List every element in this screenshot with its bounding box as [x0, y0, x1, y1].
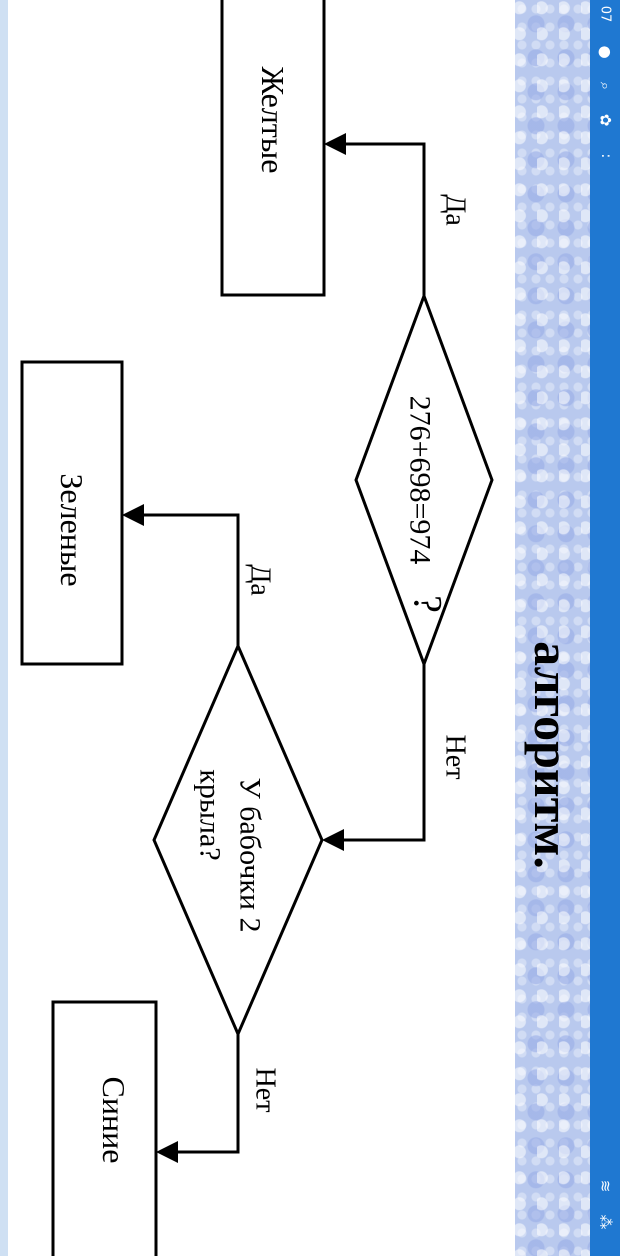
edge-d1-no	[340, 664, 426, 842]
arrowhead-blue	[156, 1141, 178, 1163]
edge-label-d1-no: Нет	[440, 735, 471, 780]
output-blue-box	[51, 1000, 158, 1256]
arrowhead-green	[122, 504, 144, 526]
decision-2-line-1: У бабочки 2	[234, 777, 267, 932]
decision-1-question-mark: ?	[406, 595, 451, 613]
edge-d2-no	[174, 1034, 240, 1154]
output-blue-label: Синие	[96, 1077, 132, 1164]
decision-2-line-2: крыла?	[194, 769, 227, 860]
edge-label-d1-yes: Да	[440, 194, 471, 226]
decision-1-text: 276+698=974	[404, 396, 437, 565]
status-bar	[590, 0, 620, 1256]
edge-d2-yes	[140, 513, 240, 646]
output-yellow-box	[220, 0, 326, 297]
output-green-box	[20, 360, 124, 666]
arrowhead-yellow	[324, 133, 346, 155]
arrowhead-d2	[322, 829, 344, 851]
title-background	[515, 0, 590, 1256]
left-border	[0, 0, 8, 1256]
edge-d1-yes	[342, 142, 426, 296]
edge-label-d2-yes: Да	[245, 564, 276, 596]
output-green-label: Зеленые	[54, 473, 90, 586]
edge-label-d2-no: Нет	[250, 1068, 281, 1113]
output-yellow-label: Желтые	[255, 67, 291, 174]
